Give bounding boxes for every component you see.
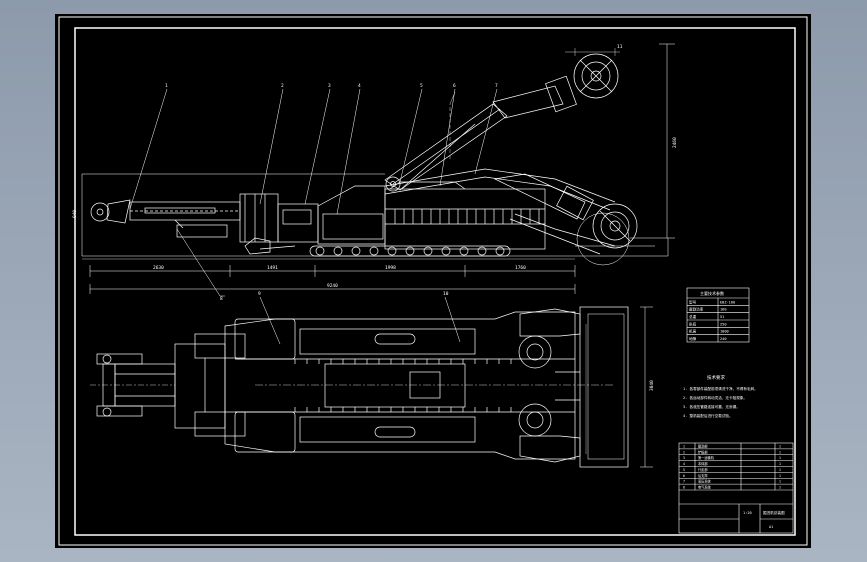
callout-1: 1 xyxy=(165,83,168,89)
part-cell: 1 xyxy=(779,450,781,454)
tech-note-1: 1. 各零部件装配前须清洗干净，不得有毛刺。 xyxy=(683,386,758,391)
body-ribs xyxy=(394,209,540,224)
part-cell: 1 xyxy=(779,480,781,484)
part-cell: 2 xyxy=(683,450,685,454)
title-block xyxy=(678,442,794,534)
track-wheels xyxy=(315,246,505,256)
plan-body xyxy=(224,311,615,460)
param-label: 型号 xyxy=(689,299,697,304)
param-label: 地隙 xyxy=(689,336,697,341)
param-value: 51 xyxy=(720,315,724,319)
dim-segment-2: 1491 xyxy=(267,265,278,271)
callout-5: 5 xyxy=(420,83,423,89)
part-cell: 4 xyxy=(683,462,685,466)
param-value: EBZ-160 xyxy=(720,300,735,304)
dim-segment-1: 2630 xyxy=(153,265,164,271)
callout-9: 9 xyxy=(258,291,261,297)
part-cell: 1 xyxy=(779,474,781,478)
part-cell: 1 xyxy=(779,462,781,466)
plan-ribs xyxy=(294,359,512,412)
callout-4: 4 xyxy=(358,83,361,89)
part-cell: 1 xyxy=(779,444,781,448)
conveyor xyxy=(384,168,616,255)
dim-height-right: 2460 xyxy=(672,137,678,148)
drawing-name: 掘进机总装图 xyxy=(763,510,785,515)
dim-overall-length: 9240 xyxy=(327,283,338,289)
callout-3: 3 xyxy=(328,83,331,89)
part-cell: 7 xyxy=(683,480,685,484)
part-cell: 第一运输机 xyxy=(698,455,715,460)
part-cell: 6 xyxy=(683,474,685,478)
dim-segment-4: 1760 xyxy=(515,265,526,271)
dim-height-left: 940 xyxy=(72,210,78,218)
cad-drawing: 1 2 3 4 5 6 7 8 9 10 11 2630 1491 1998 1… xyxy=(58,16,808,546)
plan-view xyxy=(90,296,653,468)
tech-note-3: 3. 各液压管路连接可靠，无渗漏。 xyxy=(683,404,740,409)
part-cell: 5 xyxy=(683,468,685,472)
sheet-border-inner xyxy=(74,27,796,536)
lower-arm xyxy=(493,173,655,266)
sheet-border-outer xyxy=(58,16,808,546)
plan-drums xyxy=(518,306,653,468)
cutting-boom xyxy=(90,193,279,243)
part-cell: 铲板部 xyxy=(698,449,708,454)
title-grid xyxy=(679,448,793,485)
callout-11: 11 xyxy=(617,44,623,50)
part-cell: 本体部 xyxy=(698,461,708,466)
dim-width-plan: 3040 xyxy=(649,380,655,391)
dim-segment-3: 1998 xyxy=(385,265,396,271)
params-title: 主要技术参数 xyxy=(700,290,724,296)
callout-10: 10 xyxy=(443,291,449,297)
side-elevation xyxy=(74,43,675,297)
callout-7: 7 xyxy=(495,83,498,89)
param-label: 机高 xyxy=(689,329,697,334)
param-value: 160 xyxy=(720,308,727,312)
part-cell: 8 xyxy=(683,486,685,490)
tech-notes-title: 技术要求 xyxy=(707,374,725,381)
leaders xyxy=(129,88,498,297)
callout-6: 6 xyxy=(453,83,456,89)
drawing-sheet-size: A1 xyxy=(769,525,773,529)
param-label: 总重 xyxy=(689,314,697,319)
part-cell: 电气系统 xyxy=(698,485,712,490)
callout-8: 8 xyxy=(220,296,223,302)
param-label: 截割功率 xyxy=(689,307,704,312)
param-value: 250 xyxy=(720,322,727,326)
tech-note-4: 4. 整机装配后进行空载试验。 xyxy=(683,413,733,418)
plan-boom xyxy=(90,333,246,437)
machine-body xyxy=(244,181,546,257)
raised-arm xyxy=(384,48,620,192)
part-cell: 1 xyxy=(779,468,781,472)
params-grid xyxy=(687,305,749,335)
part-cell: 1 xyxy=(779,456,781,460)
part-cell: 3 xyxy=(683,456,685,460)
part-cell: 1 xyxy=(683,444,685,448)
part-cell: 行走部 xyxy=(698,467,708,472)
param-value: 240 xyxy=(720,337,727,341)
tech-note-2: 2. 各运动部件转动灵活，无卡阻现象。 xyxy=(683,395,747,400)
param-label: 卧底 xyxy=(689,321,697,326)
part-cell: 后支撑 xyxy=(698,473,708,478)
part-cell: 1 xyxy=(779,486,781,490)
drawing-scale: 1:20 xyxy=(743,511,752,515)
part-cell: 液压系统 xyxy=(698,479,712,484)
parameters-table xyxy=(686,287,750,343)
part-cell: 截割部 xyxy=(698,443,708,448)
callout-2: 2 xyxy=(281,83,284,89)
param-value: 1800 xyxy=(720,330,729,334)
drawing-sheet: 1 2 3 4 5 6 7 8 9 10 11 2630 1491 1998 1… xyxy=(55,14,811,548)
